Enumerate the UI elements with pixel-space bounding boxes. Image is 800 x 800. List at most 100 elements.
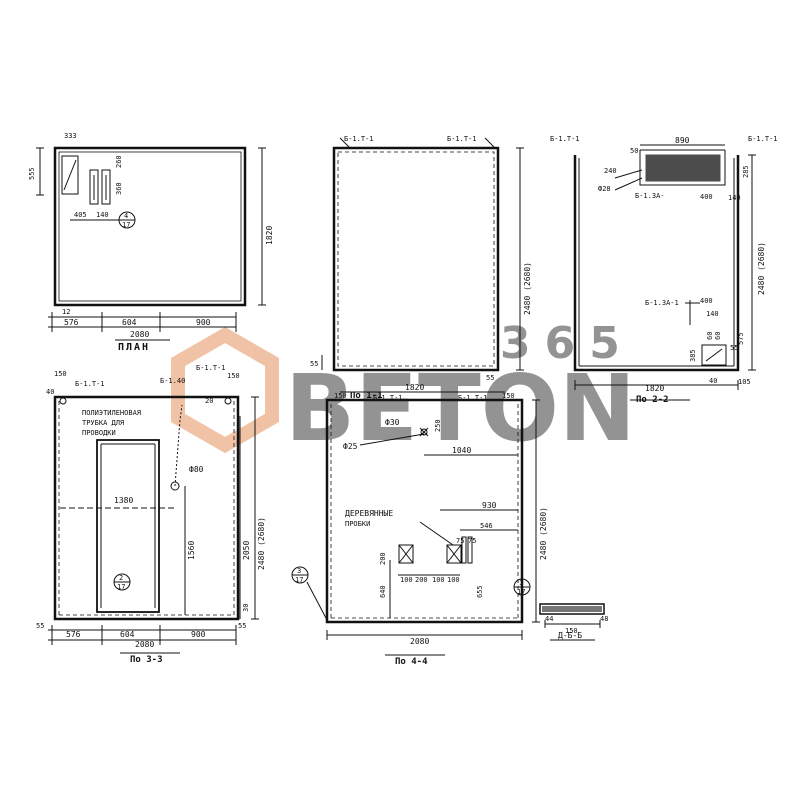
lifting-loop-left-icon: [59, 397, 67, 405]
plan-callout-top: 4: [124, 212, 128, 220]
plan-callout-bottom: 17: [122, 221, 130, 229]
plan-dim-1820: 1820: [265, 226, 274, 245]
section-2-2-view: [573, 144, 756, 401]
section-3-3-labels: ПОЛИЭТИЛЕНОВАЯ ТРУБКА ДЛЯ ПРОВОДКИ Б-1.Т…: [36, 364, 266, 665]
section-4-4-labels: 150 Б-1.Т-1 Б-1.Т-1 150 Ф30 250 Ф25 1040…: [295, 383, 548, 667]
plan-dim-555: 555: [28, 167, 36, 180]
s44-dim-1820: 1820: [405, 383, 424, 392]
plan-dim-140: 140: [96, 211, 109, 219]
s44-callout-right-top: 1: [519, 579, 523, 587]
s44-dim-640: 640: [379, 585, 387, 598]
s33-dim-30: 30: [242, 604, 250, 612]
s44-ref-150b: 150: [502, 392, 515, 400]
s33-dim-2080: 2080: [135, 640, 154, 649]
s44-dim-2080: 2080: [410, 637, 429, 646]
plan-dim-260: 260: [115, 155, 123, 168]
s11-dim-55-right: 55: [486, 374, 494, 382]
s22-ref-4: Б-1.3А-1: [645, 299, 679, 307]
plan-dim-333: 333: [64, 132, 77, 140]
section-2-2-labels: Б-1.Т-1 Б-1.Т-1 Б-1.3А- Б-1.3А-1 890 50 …: [550, 135, 778, 405]
s44-dim-930: 930: [482, 501, 497, 510]
s33-dim-150b: 150: [227, 372, 240, 380]
s22-dim-140: 140: [728, 194, 741, 202]
s44-note-line2: ПРОБКИ: [345, 520, 370, 528]
s44-dim-f25: Ф25: [343, 442, 358, 451]
s22-dim-400b: 400: [700, 297, 713, 305]
plan-dim-360: 360: [115, 182, 123, 195]
detail-dim-48: 48: [600, 615, 608, 623]
plan-labels: ПЛАН 576 604 900 2080 1820 555 260 360 4…: [28, 132, 274, 353]
section-3-3-view: [48, 395, 259, 654]
s44-dim-200b: 200: [415, 576, 428, 584]
s44-dim-250: 250: [434, 419, 442, 432]
section-3-3-pipe-icon: [170, 481, 180, 491]
s22-dim-240: 240: [604, 167, 617, 175]
s44-callout-right-bottom: 17: [517, 588, 525, 596]
s44-ref-150a: 150: [334, 392, 347, 400]
plan-dim-12: 12: [62, 308, 70, 316]
s33-dim-2050: 2050: [242, 541, 251, 560]
s22-dim-60b: 60: [714, 332, 722, 340]
s22-dim-285: 285: [742, 165, 750, 178]
s44-dim-75b: 75: [468, 537, 476, 545]
s44-dim-100b: 100: [432, 576, 445, 584]
s33-ref-2: Б-1.40: [160, 377, 185, 385]
s44-dim-100c: 100: [447, 576, 460, 584]
s22-ref-1: Б-1.Т-1: [550, 135, 580, 143]
s44-dim-100a: 100: [400, 576, 413, 584]
s22-dim-105: 105: [738, 378, 751, 386]
s44-dim-655: 655: [476, 585, 484, 598]
s22-dim-height: 2480 (2680): [757, 242, 766, 295]
s33-dim-1380: 1380: [114, 496, 133, 505]
s33-dim-1560: 1560: [187, 541, 196, 560]
s22-dim-55: 55: [730, 344, 738, 352]
s33-callout-top: 2: [119, 574, 123, 582]
plan-dim-900: 900: [196, 318, 211, 327]
s22-dim-60a: 60: [706, 332, 714, 340]
s33-callout-bottom: 17: [117, 583, 125, 591]
s33-note-line2: ТРУБКА ДЛЯ: [82, 419, 124, 427]
s22-title: По 2-2: [636, 395, 669, 405]
detail-labels: 44 150 48 Д-Б-Б: [545, 615, 608, 640]
s33-note-line3: ПРОВОДКИ: [82, 429, 116, 437]
s22-dim-40: 40: [709, 377, 717, 385]
lifting-loop-right-icon: [224, 397, 232, 405]
plan-dim-2080: 2080: [130, 330, 149, 339]
s44-callout-left-bottom: 17: [295, 576, 303, 584]
s44-ref-2: Б-1.Т-1: [458, 394, 488, 402]
s22-ref-2: Б-1.Т-1: [748, 135, 778, 143]
s44-ref-1: Б-1.Т-1: [373, 394, 403, 402]
s22-dim-385: 385: [689, 349, 697, 362]
s33-dim-604: 604: [120, 630, 135, 639]
s33-note-line1: ПОЛИЭТИЛЕНОВАЯ: [82, 409, 141, 417]
s33-dim-55a: 55: [36, 622, 44, 630]
s33-ref-1: Б-1.Т-1: [75, 380, 105, 388]
watermark-brand: BETON: [285, 355, 636, 462]
s11-ref-left: Б-1.Т-1: [344, 135, 374, 143]
detail-dim-44: 44: [545, 615, 553, 623]
watermark-logo-icon: [171, 326, 279, 454]
detail-view: [539, 603, 605, 641]
plan-view: [36, 146, 266, 341]
s44-note-line1: ДЕРЕВЯННЫЕ: [345, 509, 393, 518]
s33-dim-f80: Ф80: [189, 465, 204, 474]
s22-ref-3: Б-1.3А-: [635, 192, 665, 200]
section-1-1-view: [321, 137, 524, 372]
plan-dim-576: 576: [64, 318, 79, 327]
detail-dim-150: 150: [565, 627, 578, 635]
s44-dim-1040: 1040: [452, 446, 471, 455]
s44-dim-200: 200: [379, 552, 387, 565]
s33-ref-3: Б-1.Т-1: [196, 364, 226, 372]
s22-dim-f28: Ф28: [598, 185, 611, 193]
s11-dim-height: 2480 (2680): [523, 262, 532, 315]
s22-dim-400: 400: [700, 193, 713, 201]
section-4-4-hole-icon: [420, 428, 428, 436]
plan-dim-604: 604: [122, 318, 137, 327]
section-4-4-view: [291, 391, 540, 656]
s33-dim-55b: 55: [238, 622, 246, 630]
s44-title: По 4-4: [395, 657, 428, 667]
s33-dim-40: 40: [46, 388, 54, 396]
detail-title: Д-Б-Б: [558, 631, 582, 640]
s44-dim-75a: 75: [456, 537, 464, 545]
s22-dim-890: 890: [675, 136, 690, 145]
